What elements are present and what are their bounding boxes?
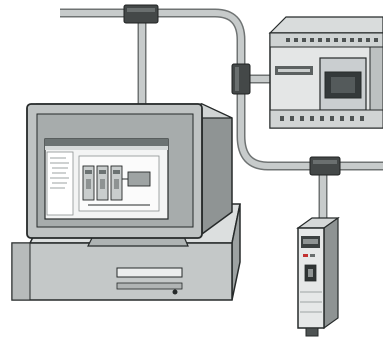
plc-chassis — [270, 17, 383, 128]
screen-rack-view — [79, 156, 159, 211]
io-module — [298, 218, 338, 336]
tap-connector-top — [124, 5, 158, 23]
monitor-screen — [45, 139, 168, 219]
module-indicator — [303, 254, 308, 257]
power-light — [173, 290, 178, 295]
desktop-computer — [12, 104, 240, 300]
monitor — [27, 104, 202, 238]
disk-drive-slot — [117, 268, 182, 277]
tap-connector-module — [310, 157, 340, 175]
tap-connector-plc — [232, 64, 250, 94]
